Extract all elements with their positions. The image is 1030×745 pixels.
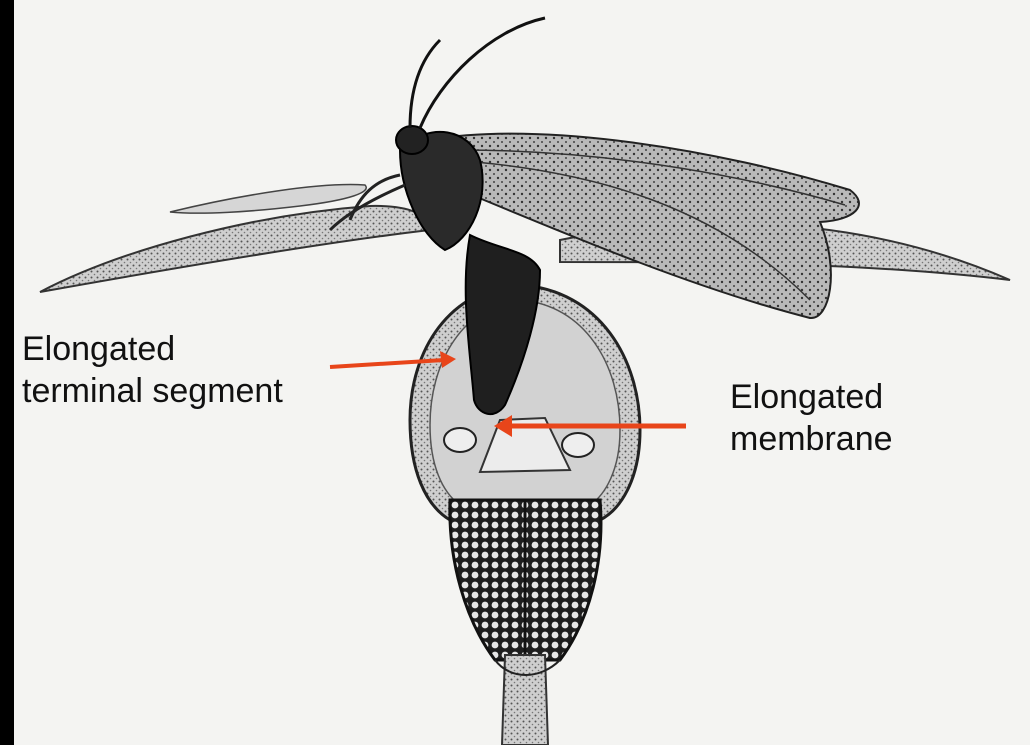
label-terminal-segment: Elongated terminal segment [22,328,283,412]
label-membrane-line2: membrane [730,418,893,460]
moth-head [396,126,428,154]
label-terminal-segment-line2: terminal segment [22,370,283,412]
right-ovule [562,433,594,457]
label-membrane: Elongated membrane [730,376,893,460]
flower-stalk [502,655,548,745]
label-terminal-segment-line1: Elongated [22,328,283,370]
label-membrane-line1: Elongated [730,376,893,418]
left-ovule [444,428,476,452]
